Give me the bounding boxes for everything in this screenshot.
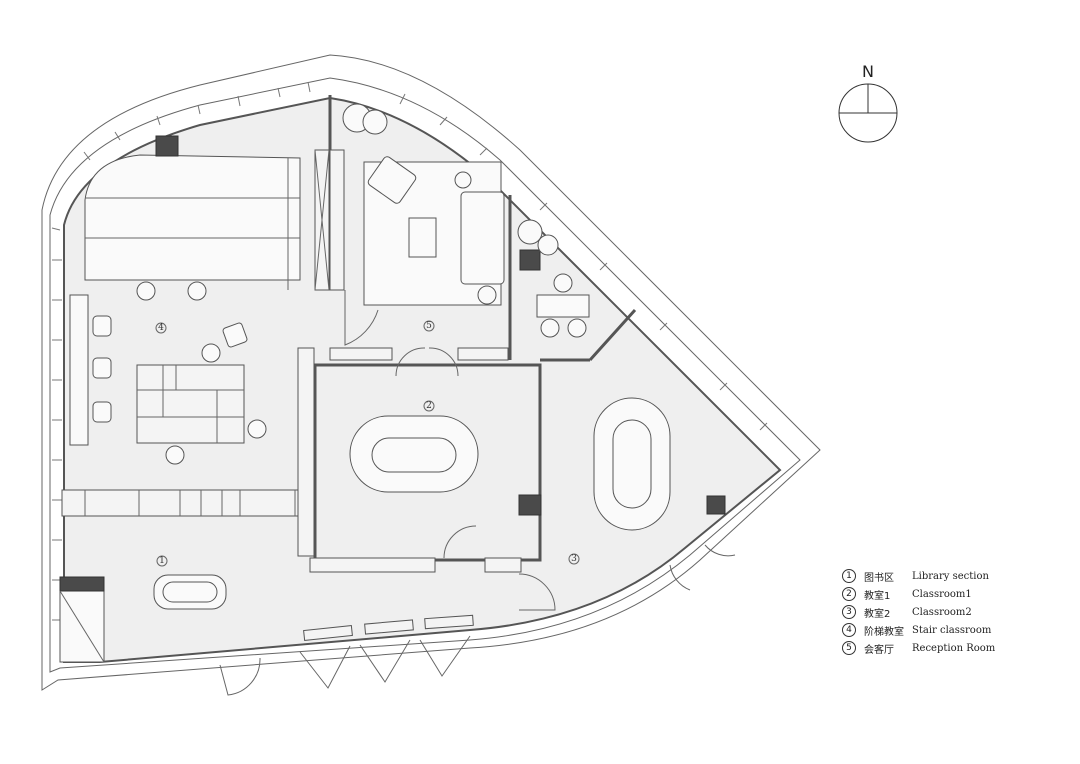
- legend-en-label: Stair classroom: [912, 624, 992, 636]
- legend-cn-label: 阶梯教室: [864, 626, 904, 638]
- facade-outer: [49, 77, 801, 673]
- classroom1-table: [349, 415, 479, 493]
- utility-box: [59, 576, 105, 663]
- stair-steps: [84, 149, 345, 291]
- north-arrow-icon: [838, 83, 898, 143]
- column: [518, 494, 542, 516]
- legend-item: 2 教室1 Classroom1: [842, 585, 995, 603]
- room-marker-1: 1: [159, 556, 165, 566]
- legend-item: 5 会客厅 Reception Room: [842, 639, 995, 657]
- legend-number: 3: [842, 605, 856, 619]
- legend-number: 1: [842, 569, 856, 583]
- column: [519, 249, 541, 271]
- column: [706, 495, 726, 515]
- legend-en-label: Reception Room: [912, 642, 996, 654]
- legend-en-label: Classroom2: [912, 606, 972, 618]
- legend-cn-label: 教室2: [864, 608, 891, 620]
- room-markers: 1 2 3 4 5: [155, 320, 580, 567]
- library-table: [153, 574, 227, 610]
- legend-cn-label: 教室1: [864, 590, 891, 602]
- legend-cn-label: 会客厅: [864, 644, 894, 656]
- pantry-furniture: [517, 219, 590, 338]
- legend-item: 3 教室2 Classroom2: [842, 603, 995, 621]
- classroom2-table: [593, 397, 671, 531]
- legend-en-label: Library section: [912, 570, 989, 582]
- room-marker-4: 4: [158, 323, 164, 333]
- legend-item: 1 图书区 Library section: [842, 567, 995, 585]
- doors: [219, 290, 736, 696]
- legend-number: 2: [842, 587, 856, 601]
- library-shelves: [61, 489, 303, 517]
- legend-number: 5: [842, 641, 856, 655]
- stair-classroom-seats: [69, 281, 267, 465]
- north-label: N: [862, 62, 874, 81]
- room-marker-2: 2: [426, 401, 432, 411]
- legend: 1 图书区 Library section 2 教室1 Classroom1 3…: [842, 567, 995, 657]
- south-windows: [303, 614, 474, 642]
- legend-en-label: Classroom1: [912, 588, 972, 600]
- legend-item: 4 阶梯教室 Stair classroom: [842, 621, 995, 639]
- classroom1-shelves: [297, 347, 522, 573]
- room-marker-5: 5: [426, 321, 432, 331]
- column: [155, 135, 179, 157]
- legend-cn-label: 图书区: [864, 572, 894, 584]
- site-boundary: [41, 54, 821, 691]
- room-marker-3: 3: [571, 554, 577, 564]
- reception-furniture: [342, 103, 505, 306]
- legend-number: 4: [842, 623, 856, 637]
